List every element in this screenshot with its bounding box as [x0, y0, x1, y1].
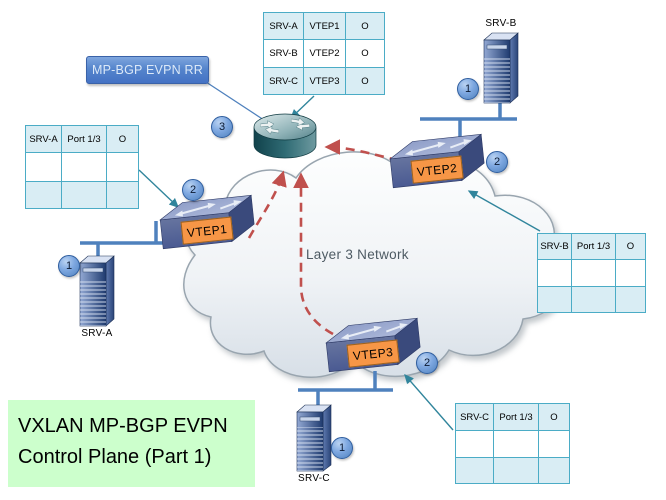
rr-callout-box: MP-BGP EVPN RR	[86, 56, 209, 84]
srv-b-server-icon	[483, 32, 519, 104]
table-cell	[106, 152, 139, 182]
step-badge-1-srva: 1	[58, 255, 80, 277]
table-cell	[538, 457, 570, 484]
table-row: SRV-C VTEP3 O	[263, 67, 385, 95]
table-cell	[571, 286, 616, 313]
arrow-table-to-vtep2	[467, 190, 541, 232]
table-row	[455, 430, 570, 458]
table-row	[537, 259, 646, 287]
table-cell	[61, 181, 107, 209]
vtep1-mac-table: SRV-A Port 1/3 O	[25, 125, 139, 209]
title-line-2: Control Plane (Part 1)	[18, 446, 212, 468]
table-cell	[25, 152, 62, 182]
table-row	[25, 181, 139, 209]
table-cell	[493, 457, 539, 484]
step-badge-2-vtep3: 2	[416, 352, 438, 374]
table-cell	[615, 259, 646, 287]
table-cell	[25, 181, 62, 209]
table-cell	[455, 430, 494, 458]
table-cell: VTEP3	[303, 67, 346, 95]
table-cell	[615, 286, 646, 313]
table-row	[537, 286, 646, 313]
table-cell	[537, 259, 572, 287]
table-cell: SRV-A	[25, 125, 62, 153]
table-row: SRV-A Port 1/3 O	[25, 125, 139, 153]
router-icon	[248, 108, 322, 164]
arrow-table-to-vtep1	[138, 169, 180, 208]
bgp-path-vtep1-to-rr	[247, 170, 287, 239]
vtep-mapping-table: SRV-A VTEP1 O SRV-B VTEP2 O SRV-C VTEP3 …	[263, 12, 385, 95]
step-badge-2-vtep2: 2	[486, 151, 508, 173]
bgp-path-vtep3-to-rr	[293, 172, 334, 336]
srv-a-label: SRV-A	[81, 328, 113, 339]
table-row: SRV-B Port 1/3 O	[537, 233, 646, 260]
table-row: SRV-A VTEP1 O	[263, 12, 385, 40]
title-box: VXLAN MP-BGP EVPN Control Plane (Part 1)	[8, 400, 255, 487]
table-cell	[493, 430, 539, 458]
table-cell: Port 1/3	[571, 233, 616, 260]
srv-a-server-icon	[79, 255, 115, 327]
table-cell	[455, 457, 494, 484]
table-cell: O	[345, 12, 385, 40]
table-cell	[106, 181, 139, 209]
table-cell	[538, 430, 570, 458]
table-cell: O	[345, 39, 385, 68]
bgp-path-vtep2-to-rr	[324, 139, 414, 166]
table-cell: VTEP1	[303, 12, 346, 40]
table-cell: SRV-B	[263, 39, 304, 68]
title-line-1: VXLAN MP-BGP EVPN	[18, 415, 228, 437]
table-row	[25, 152, 139, 182]
table-cell	[571, 259, 616, 287]
arrow-table-to-vtep3	[404, 373, 454, 431]
table-cell: O	[538, 403, 570, 431]
srv-c-server-icon	[296, 404, 332, 472]
table-cell	[61, 152, 107, 182]
vtep3-mac-table: SRV-C Port 1/3 O	[455, 403, 570, 484]
table-cell: O	[615, 233, 646, 260]
table-row: SRV-B VTEP2 O	[263, 39, 385, 68]
table-cell: O	[106, 125, 139, 153]
srv-c-label: SRV-C	[298, 473, 330, 484]
step-badge-1-srvc: 1	[331, 437, 353, 459]
rr-callout-line	[205, 81, 271, 125]
vtep1-switch-icon: VTEP1	[158, 194, 258, 256]
table-cell: O	[345, 67, 385, 95]
table-cell: VTEP2	[303, 39, 346, 68]
step-badge-3-router: 3	[211, 116, 233, 138]
table-cell	[537, 286, 572, 313]
vtep3-switch-icon: VTEP3	[324, 317, 424, 379]
table-row	[455, 457, 570, 484]
srv-b-label: SRV-B	[485, 18, 517, 29]
table-cell: SRV-B	[537, 233, 572, 260]
table-cell: SRV-C	[263, 67, 304, 95]
cloud-label: Layer 3 Network	[306, 247, 409, 262]
vtep2-mac-table: SRV-B Port 1/3 O	[537, 233, 646, 313]
table-row: SRV-C Port 1/3 O	[455, 403, 570, 431]
vtep2-switch-icon: VTEP2	[388, 133, 488, 195]
table-cell: Port 1/3	[61, 125, 107, 153]
table-cell: Port 1/3	[493, 403, 539, 431]
step-badge-2-vtep1: 2	[182, 179, 204, 201]
table-cell: SRV-A	[263, 12, 304, 40]
table-cell: SRV-C	[455, 403, 494, 431]
step-badge-1-srvb: 1	[457, 78, 479, 100]
